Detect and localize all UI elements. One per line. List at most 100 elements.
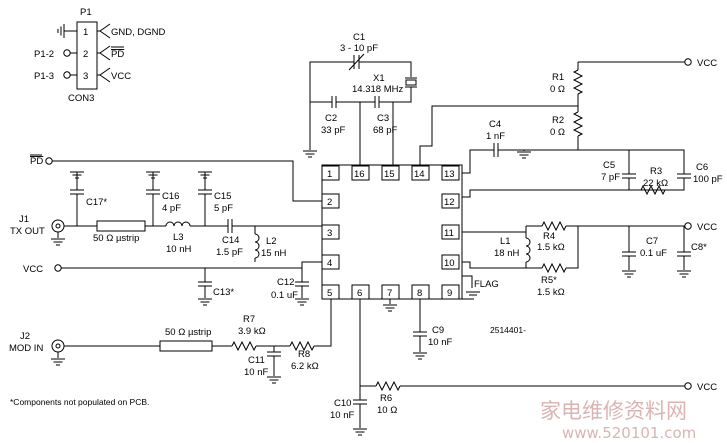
r2-value: 0 Ω [550, 127, 565, 138]
p1-3-label: P1-3 [34, 71, 54, 82]
c12-value: 0.1 uF [271, 290, 298, 301]
ic-pin14-label: 14 [414, 169, 425, 180]
watermark: 家电维修资料网 www.520101.com [540, 399, 696, 442]
c10-label: C10 [334, 398, 351, 409]
strip1-label: 50 Ω µstrip [93, 233, 139, 244]
ic-pin6-label: 6 [357, 288, 362, 299]
watermark-cn: 家电维修资料网 [540, 399, 687, 423]
p1-gnd-label: GND, DGND [111, 27, 166, 38]
l1-label: L1 [500, 236, 511, 247]
p1-pd-label: PD [111, 49, 124, 60]
c15-label: C15 [214, 191, 231, 202]
ic-pin2-label: 2 [327, 197, 332, 208]
c11-value: 10 nF [244, 367, 268, 378]
c7-value: 0.1 uF [640, 248, 667, 259]
j2-label: J2 [20, 331, 30, 342]
vcc-r3-label: VCC [697, 382, 717, 393]
c2-value: 33 pF [321, 125, 345, 136]
p1-pin3: 3 [83, 71, 88, 82]
r6-label: R6 [380, 393, 392, 404]
ic-transmitter: 1 2 3 4 5 6 7 8 9 10 11 12 13 14 15 16 [321, 164, 463, 300]
p1-pin2: 2 [83, 49, 88, 60]
ic-pin10-label: 10 [444, 258, 455, 269]
c5-value: 7 pF [601, 172, 620, 183]
l3-label: L3 [173, 232, 184, 243]
x1-label: X1 [373, 73, 385, 84]
ic-pin10 [441, 254, 460, 270]
vcc-left-rail: VCC C12 0.1 uF C13* [23, 261, 322, 306]
r4-label: R4 [543, 231, 555, 242]
c6-value: 100 pF [693, 174, 723, 185]
con3-label: CON3 [68, 93, 94, 104]
r3-label: R3 [650, 166, 662, 177]
p1-vcc-label: VCC [111, 71, 131, 82]
c5-label: C5 [603, 160, 615, 171]
l3-value: 10 nH [166, 244, 191, 255]
mod-in-label: MOD IN [9, 343, 43, 354]
c14-value: 1.5 pF [216, 247, 243, 258]
ic-pin3-label: 3 [327, 228, 332, 239]
c14-label: C14 [222, 235, 239, 246]
tx-output: J1 TX OUT C17* 50 Ω µstrip C16 4 pF L3 1… [10, 171, 322, 262]
r6-value: 10 Ω [377, 405, 397, 416]
p1-pin1: 1 [83, 27, 88, 38]
c8-label: C8* [691, 242, 707, 253]
r7-value: 3.9 kΩ [238, 326, 266, 337]
ic-pin5-label: 5 [327, 288, 332, 299]
r3-value: 22 kΩ [643, 178, 668, 189]
c3-label: C3 [377, 113, 389, 124]
p1-label: P1 [80, 7, 92, 18]
ic-pin1-label: 1 [327, 169, 332, 180]
r5-value: 1.5 kΩ [537, 287, 565, 298]
c13-label: C13* [213, 287, 234, 298]
watermark-url: www.520101.com [562, 424, 696, 442]
bottom-network: C10 10 nF R6 10 Ω VCC C9 10 nF 2514401- … [330, 275, 717, 436]
mod-input: J2 MOD IN 50 Ω µstrip R7 3.9 kΩ C11 10 n… [9, 299, 332, 384]
r8-label: R8 [298, 349, 310, 360]
c16-value: 4 pF [162, 203, 181, 214]
part-number: 2514401- [490, 325, 526, 335]
footnote: *Components not populated on PCB. [10, 397, 149, 407]
right-network: VCC R1 0 Ω R2 0 Ω C4 1 nF C5 7 pF R3 22 … [419, 58, 723, 298]
ic-pin1 [321, 165, 340, 181]
r1-label: R1 [552, 72, 564, 83]
r7-label: R7 [243, 314, 255, 325]
l2-label: L2 [266, 236, 277, 247]
flag-label: FLAG [474, 279, 499, 290]
strip2-label: 50 Ω µstrip [165, 327, 211, 338]
vcc-left-label: VCC [23, 264, 43, 275]
tx-out-label: TX OUT [10, 226, 45, 237]
x1-value: 14.318 MHz [352, 84, 403, 95]
ic-pin8-label: 8 [417, 288, 422, 299]
c12-label: C12 [277, 277, 294, 288]
c6-label: C6 [696, 162, 708, 173]
p1-2-label: P1-2 [34, 49, 54, 60]
j1-label: J1 [19, 214, 29, 225]
ic-pin15 [381, 165, 400, 181]
pd-input: PD [30, 154, 322, 202]
ic-pin13 [441, 165, 460, 181]
ic-pin13-label: 13 [444, 169, 455, 180]
crystal-network: C1 3 - 10 pF X1 14.318 MHz C2 33 pF C3 6… [302, 32, 417, 166]
c2-label: C2 [325, 113, 337, 124]
l2-value: 15 nH [261, 248, 286, 259]
c15-value: 5 pF [214, 203, 233, 214]
c4-value: 1 nF [486, 131, 505, 142]
ic-pin3 [321, 224, 340, 240]
ic-pin9 [441, 284, 460, 300]
ic-pin12 [441, 193, 460, 209]
c11-label: C11 [248, 355, 265, 366]
ic-pin4-label: 4 [327, 258, 332, 269]
pd-label: PD [30, 156, 43, 167]
connector-p1: P1 1 2 3 CON3 GND, DGND P1-2 PD P1-3 VCC [34, 7, 166, 104]
r2-label: R2 [552, 115, 564, 126]
vcc-r2-label: VCC [697, 222, 717, 233]
r4-value: 1.5 kΩ [537, 242, 565, 253]
r8-value: 6.2 kΩ [291, 361, 319, 372]
c7-label: C7 [646, 236, 658, 247]
ic-pin16-label: 16 [354, 169, 365, 180]
ic-pin15-label: 15 [384, 169, 395, 180]
l1-value: 18 nH [494, 248, 519, 259]
c9-label: C9 [432, 325, 444, 336]
